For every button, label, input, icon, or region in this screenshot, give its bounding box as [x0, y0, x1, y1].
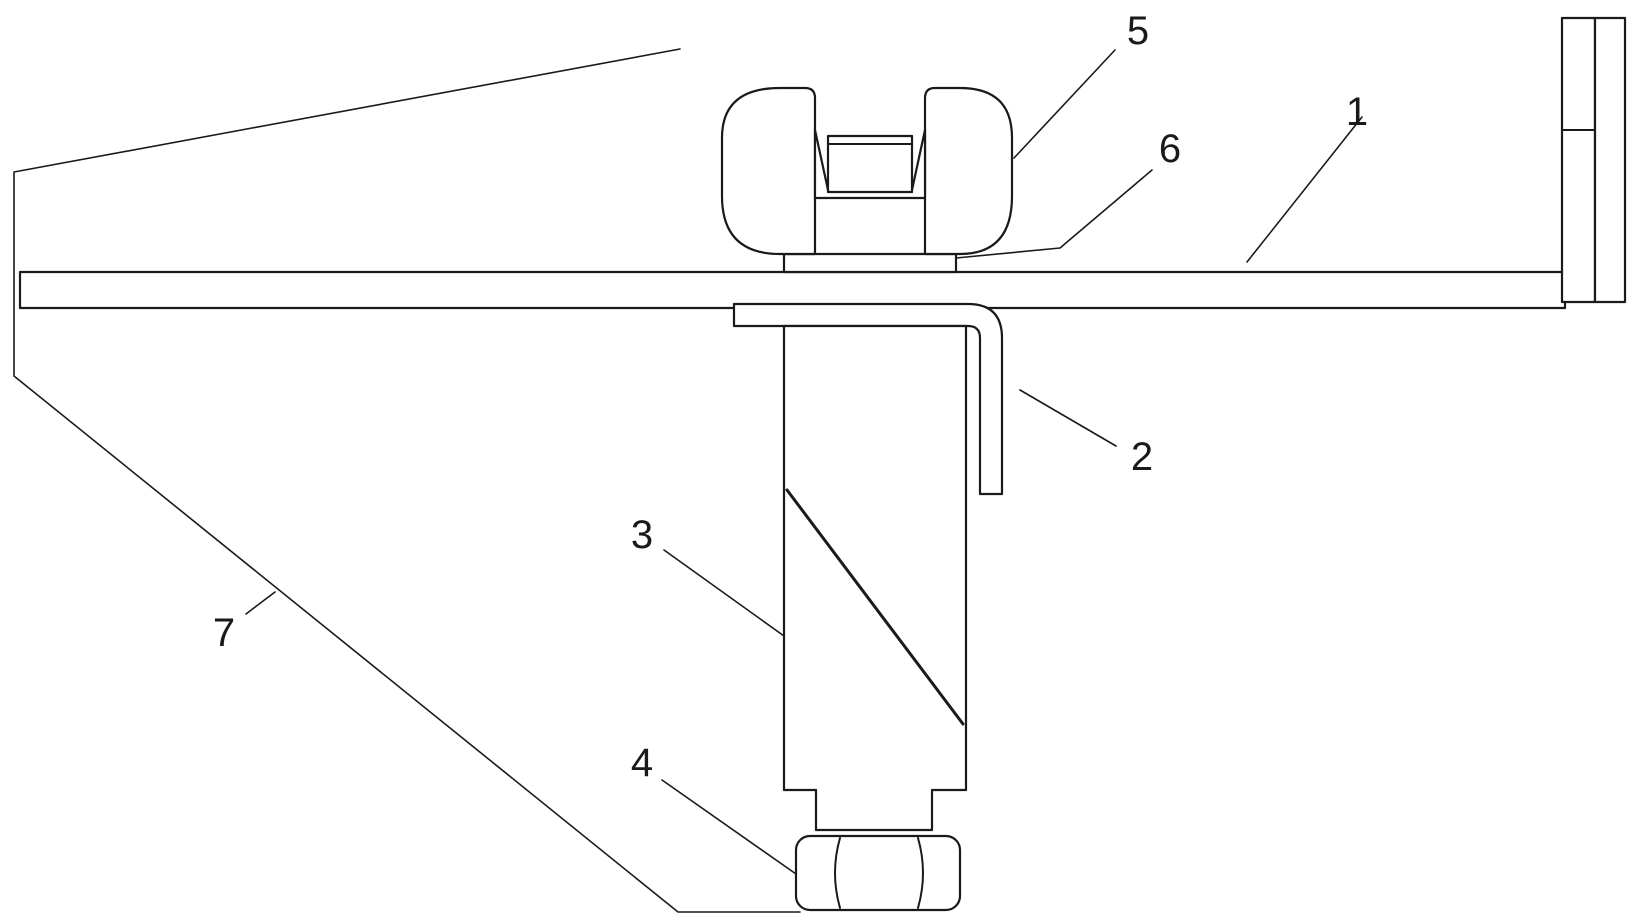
- leader-lines: [245, 49, 1363, 875]
- callout-labels: 1 2 3 4 5 6 7: [213, 9, 1368, 785]
- leader-5: [1013, 49, 1116, 159]
- horizontal-bar: [18, 16, 1627, 310]
- callout-2: 2: [1131, 435, 1153, 479]
- callout-7: 7: [213, 611, 235, 655]
- clamp-right-jaw: [923, 86, 1014, 256]
- nut-body: [794, 834, 962, 912]
- bolt-head: [826, 134, 914, 194]
- nut-facet-right: [917, 837, 924, 909]
- end-plate: [1560, 16, 1597, 304]
- frame-outline: [13, 48, 801, 913]
- bar-body: [18, 270, 1567, 310]
- hex-nut: [794, 834, 962, 912]
- callout-1: 1: [1346, 90, 1368, 134]
- l-bracket: [732, 302, 1004, 496]
- callout-6: 6: [1159, 127, 1181, 171]
- clamp-head: [720, 86, 1014, 256]
- leader-6: [955, 169, 1153, 259]
- callout-4: 4: [631, 741, 653, 785]
- nut-facet-left: [834, 837, 841, 909]
- frame-upper-edge: [13, 48, 801, 913]
- washer: [782, 252, 958, 274]
- shaft-body: [782, 324, 968, 832]
- callout-5: 5: [1127, 9, 1149, 53]
- vertical-shaft: [782, 324, 968, 832]
- leader-7: [245, 591, 276, 615]
- clamp-left-jaw: [720, 86, 817, 256]
- leader-3: [663, 549, 785, 637]
- leader-4: [661, 779, 797, 875]
- leader-2: [1019, 389, 1117, 447]
- end-plate-strip: [1593, 16, 1627, 304]
- callout-3: 3: [631, 513, 653, 557]
- shaft-diagonal: [785, 488, 965, 726]
- leader-1: [1246, 116, 1363, 263]
